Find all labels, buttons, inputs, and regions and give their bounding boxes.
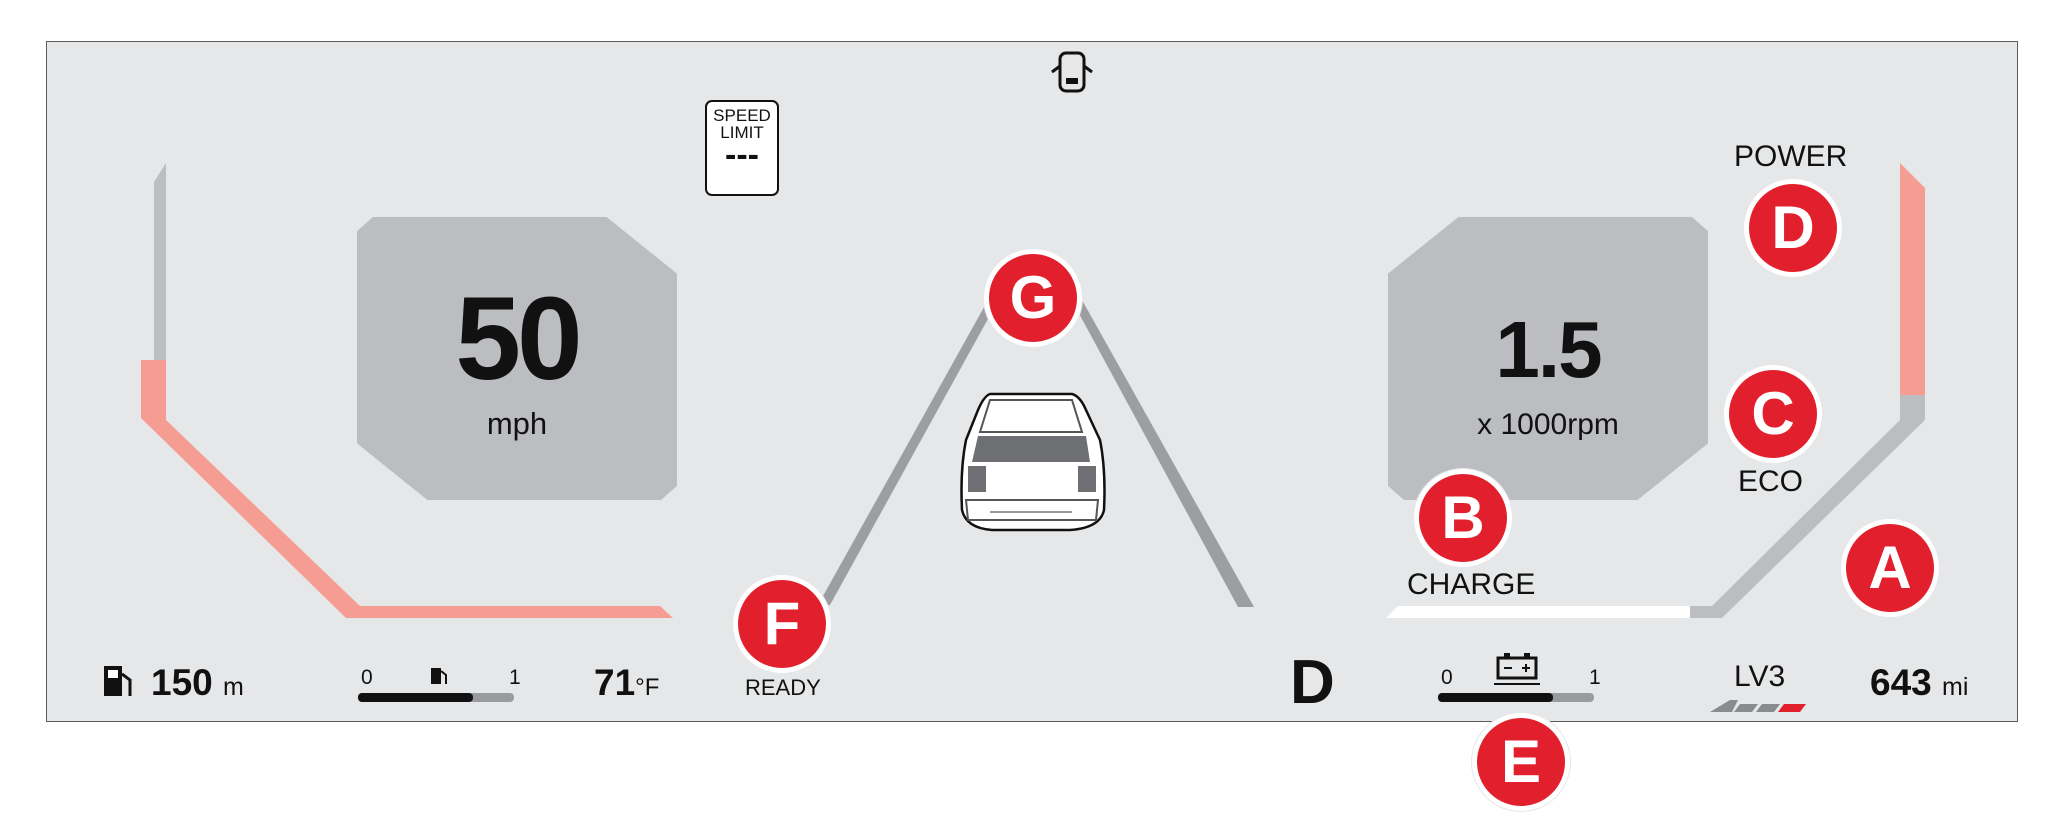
power-gauge-inactive: [1690, 395, 1925, 618]
gear-indicator: D: [1290, 648, 1335, 717]
marker-f: F: [733, 575, 831, 673]
battery-gauge-bar: [1438, 693, 1594, 702]
lane-line-left: [818, 300, 994, 605]
marker-e: E: [1472, 713, 1570, 811]
rpm-value: 1.5: [1495, 305, 1602, 394]
lane-line-right: [1076, 300, 1254, 607]
marker-a: A: [1841, 519, 1939, 617]
battery-gauge-max: 1: [1589, 666, 1601, 689]
eco-label: ECO: [1738, 465, 1804, 498]
speedometer-box: [357, 217, 677, 500]
rpm-unit: x 1000rpm: [1477, 408, 1619, 441]
charge-gauge: [1386, 606, 1690, 618]
speed-gauge-inactive: [154, 163, 166, 360]
ready-label: READY: [745, 675, 821, 700]
temperature: 71°F: [594, 662, 659, 704]
car-rear-icon: [960, 392, 1106, 532]
fuel-gauge-fill: [358, 693, 474, 702]
temperature-value: 71: [594, 662, 636, 703]
power-label: POWER: [1734, 140, 1848, 173]
marker-g: G: [984, 249, 1082, 347]
fuel-distance-value: 150: [151, 662, 213, 703]
speed-value: 50: [455, 273, 582, 405]
level-segments: [1710, 700, 1806, 712]
charge-label: CHARGE: [1407, 568, 1536, 601]
battery-gauge-fill: [1438, 693, 1554, 702]
range-unit: mi: [1942, 673, 1969, 701]
speed-unit: mph: [486, 406, 548, 441]
fuel-gauge-max: 1: [509, 666, 521, 689]
marker-d: D: [1744, 179, 1842, 277]
battery-icon: [1494, 653, 1540, 685]
fuel-gauge-bar: [358, 693, 514, 702]
range-value: 643: [1870, 662, 1932, 703]
range: 643 mi: [1870, 662, 1968, 704]
fuel-distance: 150 m: [151, 662, 244, 704]
door-open-icon: [1051, 51, 1093, 93]
tachometer-box: [1388, 217, 1708, 500]
speed-limit-value: ---: [725, 136, 759, 174]
fuel-gauge-min: 0: [361, 666, 373, 689]
fuel-distance-unit: m: [223, 673, 244, 701]
marker-b: B: [1414, 469, 1512, 567]
battery-gauge-min: 0: [1441, 666, 1453, 689]
speed-limit-label: SPEED LIMIT: [713, 106, 771, 142]
temperature-unit: °F: [635, 674, 660, 701]
mini-fuel-icon: [431, 668, 447, 684]
power-gauge-active: [1900, 163, 1925, 395]
fuel-pump-icon: [104, 666, 132, 696]
marker-c: C: [1724, 365, 1822, 463]
level-label: LV3: [1734, 660, 1786, 693]
speed-limit-sign: SPEED LIMIT ---: [705, 100, 779, 196]
